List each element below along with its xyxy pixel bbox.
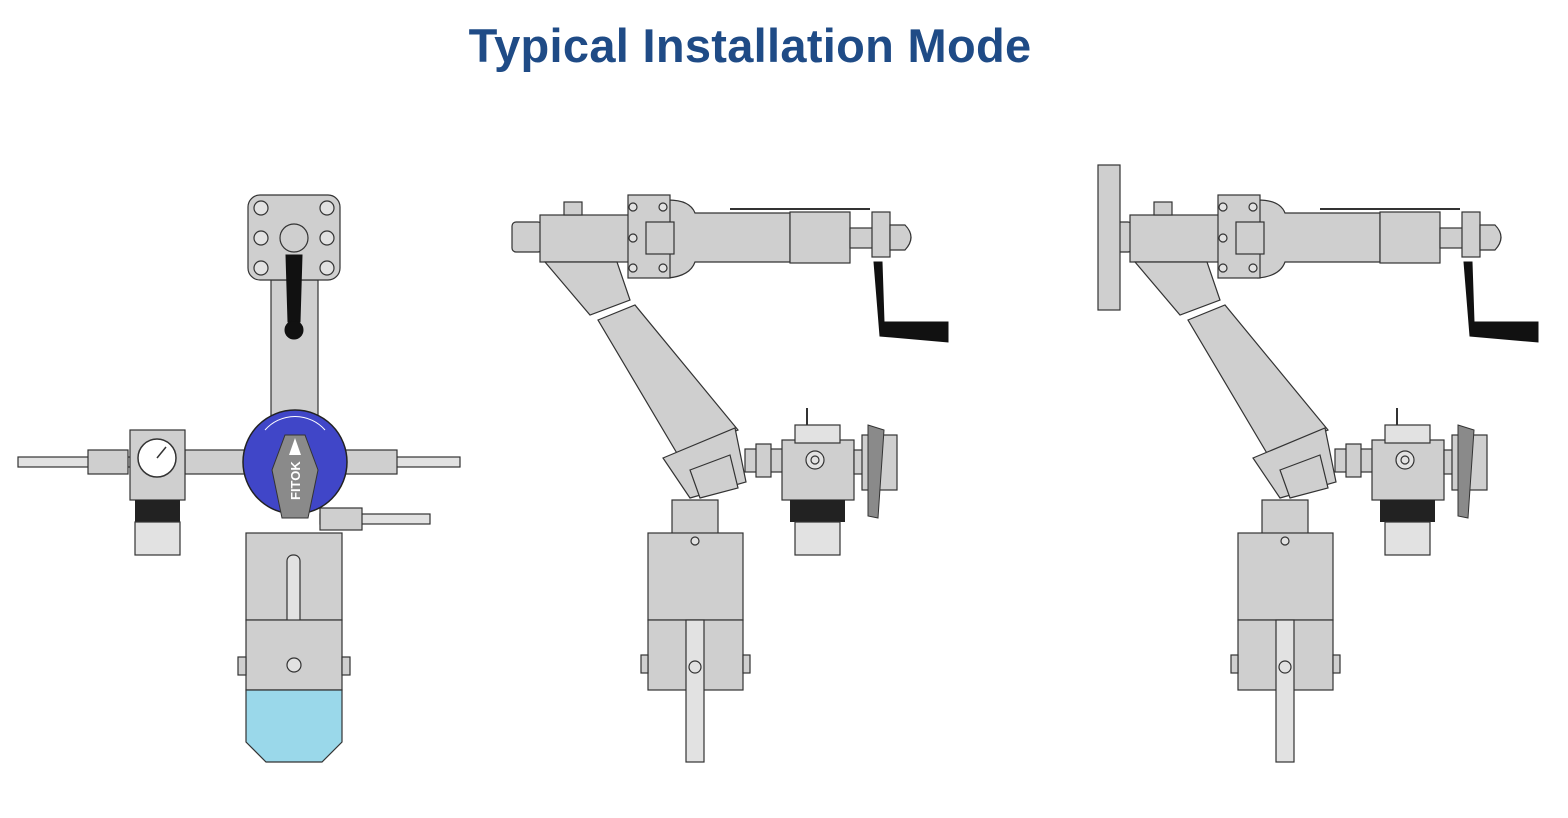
ball-valve-handle (285, 254, 303, 323)
front-view-assembly: FITOK (17, 194, 461, 763)
side-view-flanged (1097, 164, 1539, 763)
selector-handle (271, 434, 319, 519)
sample-container (245, 689, 343, 763)
page-title: Typical Installation Mode (468, 19, 1032, 72)
valve-logo: FITOK (288, 461, 303, 500)
mounting-flange (1097, 164, 1121, 311)
side-view-threaded (511, 194, 949, 763)
